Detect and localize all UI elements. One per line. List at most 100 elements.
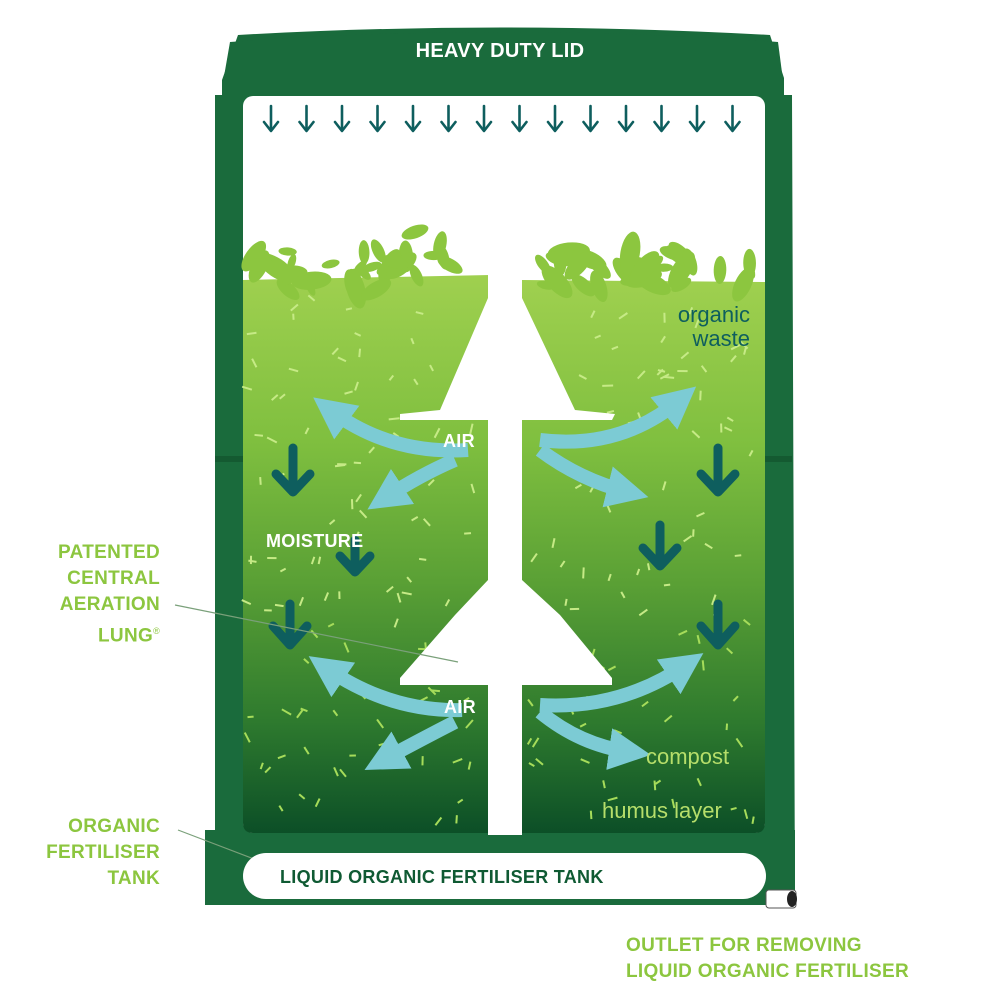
leaf-shape — [553, 248, 567, 276]
compost-speck — [467, 761, 472, 770]
compost-speck — [292, 313, 295, 320]
tank-pointer-line — [177, 829, 263, 863]
compost-speck — [343, 642, 350, 653]
compost-speck — [337, 356, 347, 363]
tank-label: LIQUID ORGANIC FERTILISER TANK — [280, 867, 604, 887]
compost-speck — [742, 618, 751, 626]
compost-speck — [317, 556, 322, 565]
leaf-shape — [713, 256, 727, 284]
compost-speck — [246, 331, 257, 336]
compost-speck — [339, 768, 347, 778]
compost-speck — [578, 374, 587, 380]
down-arrow-icon — [262, 104, 280, 133]
compost-speck — [582, 567, 585, 579]
compost-speck — [274, 603, 284, 608]
compost-speck — [691, 430, 701, 439]
compost-speck — [290, 303, 299, 312]
compost-speck — [720, 423, 723, 433]
leaf-shape — [589, 257, 611, 279]
compost-speck — [413, 378, 419, 386]
registered-mark: ® — [153, 626, 160, 636]
compost-speck — [415, 311, 424, 315]
compost-speck — [296, 709, 304, 719]
leaf-shape — [358, 240, 370, 264]
compost-speck — [259, 476, 262, 485]
compost-speck — [569, 607, 580, 611]
organic-waste-label: organic waste — [620, 303, 750, 351]
compost-speck — [328, 519, 336, 525]
lung-callout-line: PATENTED — [58, 542, 160, 563]
compost-speck — [607, 665, 617, 672]
compost-speck — [241, 599, 252, 606]
compost-speck — [368, 446, 375, 454]
down-arrow-icon — [696, 443, 740, 497]
leaf-shape — [278, 247, 297, 256]
compost-speck — [579, 722, 587, 728]
compost-speck — [464, 532, 472, 535]
tank-callout-line: FERTILISER — [46, 842, 160, 863]
compost-speck — [660, 335, 666, 344]
compost-speck — [332, 709, 339, 717]
compost-speck — [469, 423, 474, 435]
curved-arrow-icon — [313, 397, 469, 458]
down-arrow-icon — [440, 104, 457, 133]
compost-speck — [564, 598, 568, 606]
compost-speck — [694, 318, 700, 329]
down-arrow-icon — [333, 104, 351, 133]
compost-speck — [251, 358, 258, 368]
compost-speck — [267, 556, 277, 560]
compost-speck — [730, 355, 737, 363]
leaf-shape — [370, 239, 386, 263]
compost-speck — [602, 384, 614, 387]
air-label-bottom: AIR — [444, 697, 476, 717]
down-arrow-icon — [688, 104, 706, 133]
air-label-top: AIR — [443, 431, 475, 451]
compost-speck — [271, 394, 279, 401]
outlet-callout-line: OUTLET FOR REMOVING — [626, 935, 862, 956]
compost-speck — [331, 347, 339, 356]
compost-speck — [393, 618, 399, 628]
leaf-shape — [409, 264, 424, 287]
curved-arrow-icon — [539, 653, 704, 713]
lung-word: LUNG — [98, 625, 154, 647]
leaf-shape — [745, 262, 756, 279]
compost-speck — [743, 346, 747, 355]
down-arrow-icon — [271, 443, 315, 497]
compost-speck — [726, 416, 734, 422]
compost-speck — [678, 629, 688, 636]
compost-speck — [735, 737, 744, 748]
compost-speck — [711, 594, 717, 606]
curved-arrow-icon — [308, 656, 463, 718]
compost-speck — [656, 368, 664, 376]
leaf-shape — [305, 280, 316, 296]
leaf-shape — [682, 248, 698, 276]
leaf-shape — [732, 267, 754, 302]
compost-speck — [264, 766, 272, 774]
compost-speck — [396, 592, 402, 603]
compost-speck — [434, 816, 443, 826]
compost-speck — [653, 780, 657, 791]
leaf-shape — [571, 274, 596, 297]
down-arrow-icon — [268, 599, 312, 650]
organic-waste-foliage — [241, 224, 756, 309]
compost-speck — [535, 757, 544, 766]
compost-speck — [427, 479, 435, 487]
down-arrow-icon — [404, 104, 422, 133]
compost-speck — [264, 609, 272, 612]
compost-speck — [355, 493, 362, 503]
compost-speck — [590, 310, 596, 319]
leaf-shape — [619, 231, 641, 275]
compost-speck — [699, 390, 702, 401]
compost-speck — [281, 708, 292, 716]
compost-speck — [580, 758, 590, 764]
compost-speck — [327, 622, 335, 628]
heavy-duty-lid — [222, 32, 784, 88]
leaf-shape — [590, 270, 608, 303]
compost-speck — [465, 719, 474, 729]
compost-speck — [418, 647, 427, 651]
compost-speck — [654, 779, 662, 785]
compost-speck — [345, 307, 353, 311]
compost-speck — [323, 592, 330, 602]
compost-speck — [354, 332, 362, 337]
down-arrow-icon — [511, 104, 528, 133]
